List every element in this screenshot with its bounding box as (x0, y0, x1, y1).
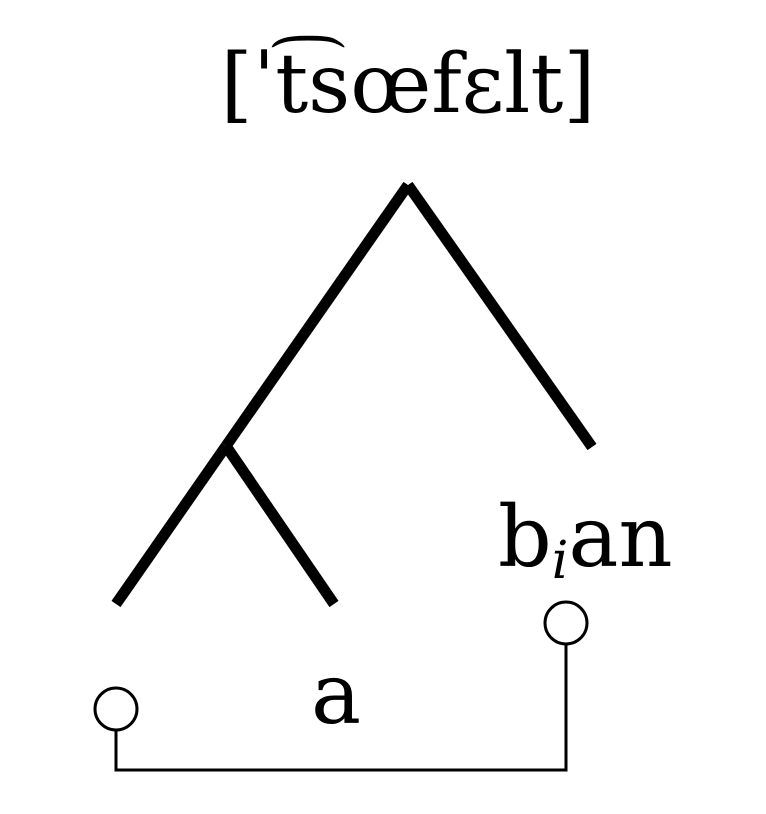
leaf-right-base: b (498, 488, 552, 586)
leaf-label-middle: a (311, 645, 361, 743)
tree-branches (111, 181, 597, 608)
leaf-right-tail: an (568, 488, 672, 586)
trace-circle-left (93, 686, 139, 732)
branch-inner-left (111, 442, 231, 608)
movement-connector (93, 600, 589, 772)
branch-root-right (403, 181, 597, 451)
connector-line (114, 644, 568, 772)
leaf-right-subscript: i (552, 531, 569, 591)
leaf-label-right: bian (498, 488, 673, 591)
branch-root-left (221, 181, 413, 450)
trace-circle-right (543, 600, 589, 646)
branch-inner-right (221, 442, 339, 608)
phonetic-title: [ˈt͡sœfɛlt] (221, 36, 596, 132)
